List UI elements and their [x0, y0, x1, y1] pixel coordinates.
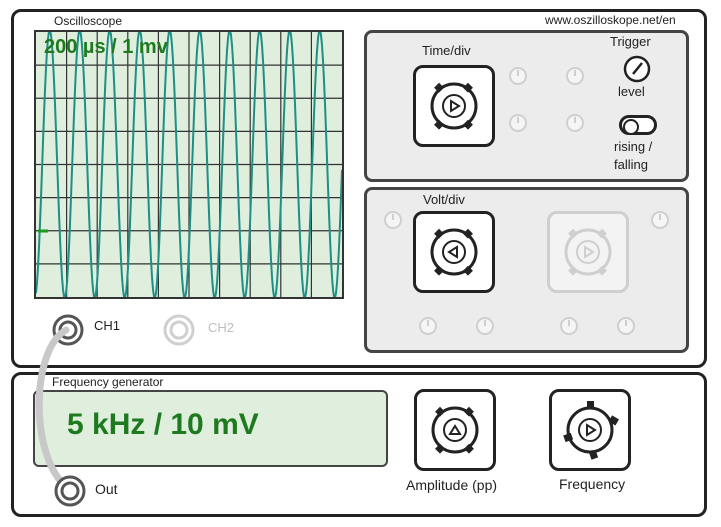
time-div-knob[interactable]	[413, 65, 495, 147]
frequency-knob[interactable]	[549, 389, 631, 471]
probe-cable	[35, 326, 72, 492]
ch2-label[interactable]: CH2	[208, 320, 235, 335]
trigger-edge-label-2: falling	[614, 157, 648, 172]
out-label: Out	[95, 481, 118, 497]
generator-title: Frequency generator	[52, 375, 164, 389]
volt-mini-knob-1[interactable]	[384, 211, 402, 229]
generator-readout: 5 kHz / 10 mV	[67, 408, 259, 441]
play-up-icon	[431, 406, 479, 454]
trigger-edge-toggle[interactable]	[619, 115, 657, 135]
time-mini-knob-1[interactable]	[509, 67, 527, 85]
play-right-faded-icon	[564, 228, 612, 276]
volt-mini-knob-3[interactable]	[419, 317, 437, 335]
ch1-volt-div-knob[interactable]	[413, 211, 495, 293]
time-mini-knob-4[interactable]	[566, 114, 584, 132]
site-url[interactable]: www.oszilloskope.net/en	[545, 13, 676, 27]
waveform-display	[36, 32, 342, 297]
volt-mini-knob-2[interactable]	[651, 211, 669, 229]
time-mini-knob-2[interactable]	[566, 67, 584, 85]
trigger-edge-label-1: rising /	[614, 139, 653, 154]
trigger-level-knob-icon[interactable]	[623, 55, 651, 83]
volt-mini-knob-5[interactable]	[560, 317, 578, 335]
play-left-icon	[430, 228, 478, 276]
time-mini-knob-3[interactable]	[509, 114, 527, 132]
amplitude-knob[interactable]	[414, 389, 496, 471]
oscilloscope-screen: 200 µs / 1 mv	[34, 30, 344, 299]
volt-mini-knob-4[interactable]	[476, 317, 494, 335]
signal-trace	[36, 32, 342, 297]
out-jack-icon[interactable]	[54, 475, 86, 507]
volt-mini-knob-6[interactable]	[617, 317, 635, 335]
trigger-title: Trigger	[610, 34, 651, 49]
trigger-level-label: level	[618, 84, 645, 99]
ch1-label[interactable]: CH1	[94, 318, 121, 333]
volt-div-label: Volt/div	[423, 192, 465, 207]
scale-readout: 200 µs / 1 mv	[44, 36, 168, 58]
play-right-icon	[430, 82, 478, 130]
frequency-label: Frequency	[559, 476, 626, 492]
ch2-jack-icon[interactable]	[163, 314, 195, 346]
generator-display: 5 kHz / 10 mV	[33, 390, 388, 467]
ch2-volt-div-knob[interactable]	[547, 211, 629, 293]
time-div-label: Time/div	[422, 43, 471, 58]
oscilloscope-title: Oscilloscope	[54, 14, 123, 28]
play-right-icon	[563, 401, 619, 460]
amplitude-label: Amplitude (pp)	[406, 477, 498, 493]
